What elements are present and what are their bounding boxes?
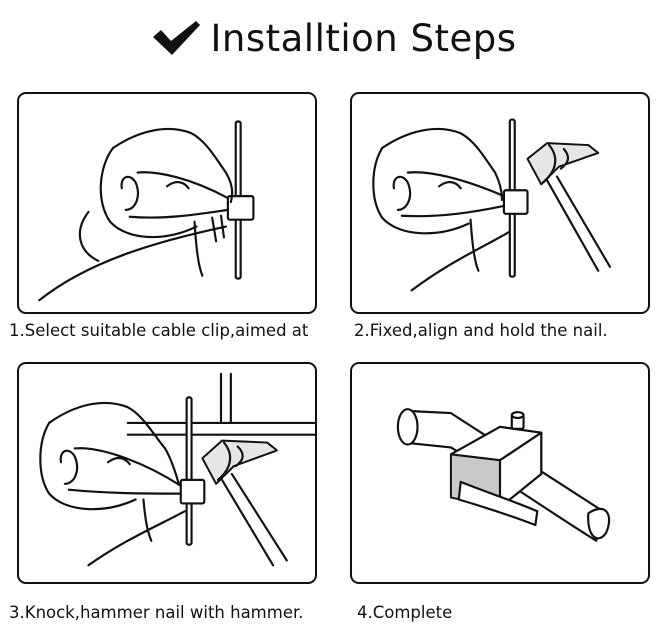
step-1-illustration <box>38 120 255 302</box>
checkmark-icon <box>153 21 201 55</box>
step-2-caption: 2.Fixed,align and hold the nail. <box>354 321 608 340</box>
page-title: Installtion Steps <box>210 16 517 60</box>
step-3-caption: 3.Knock,hammer nail with hammer. <box>9 603 304 622</box>
step-3-illustration <box>39 372 315 567</box>
header: Installtion Steps <box>0 8 667 68</box>
step-4-caption: 4.Complete <box>357 603 453 622</box>
step-1-caption: 1.Select suitable cable clip,aimed at <box>9 321 309 340</box>
step-2-panel <box>350 92 650 314</box>
step-1-panel <box>17 92 317 314</box>
step-2-illustration <box>372 118 612 292</box>
step-3-panel <box>17 362 317 584</box>
step-4-illustration <box>396 408 611 542</box>
step-4-panel <box>350 362 650 584</box>
